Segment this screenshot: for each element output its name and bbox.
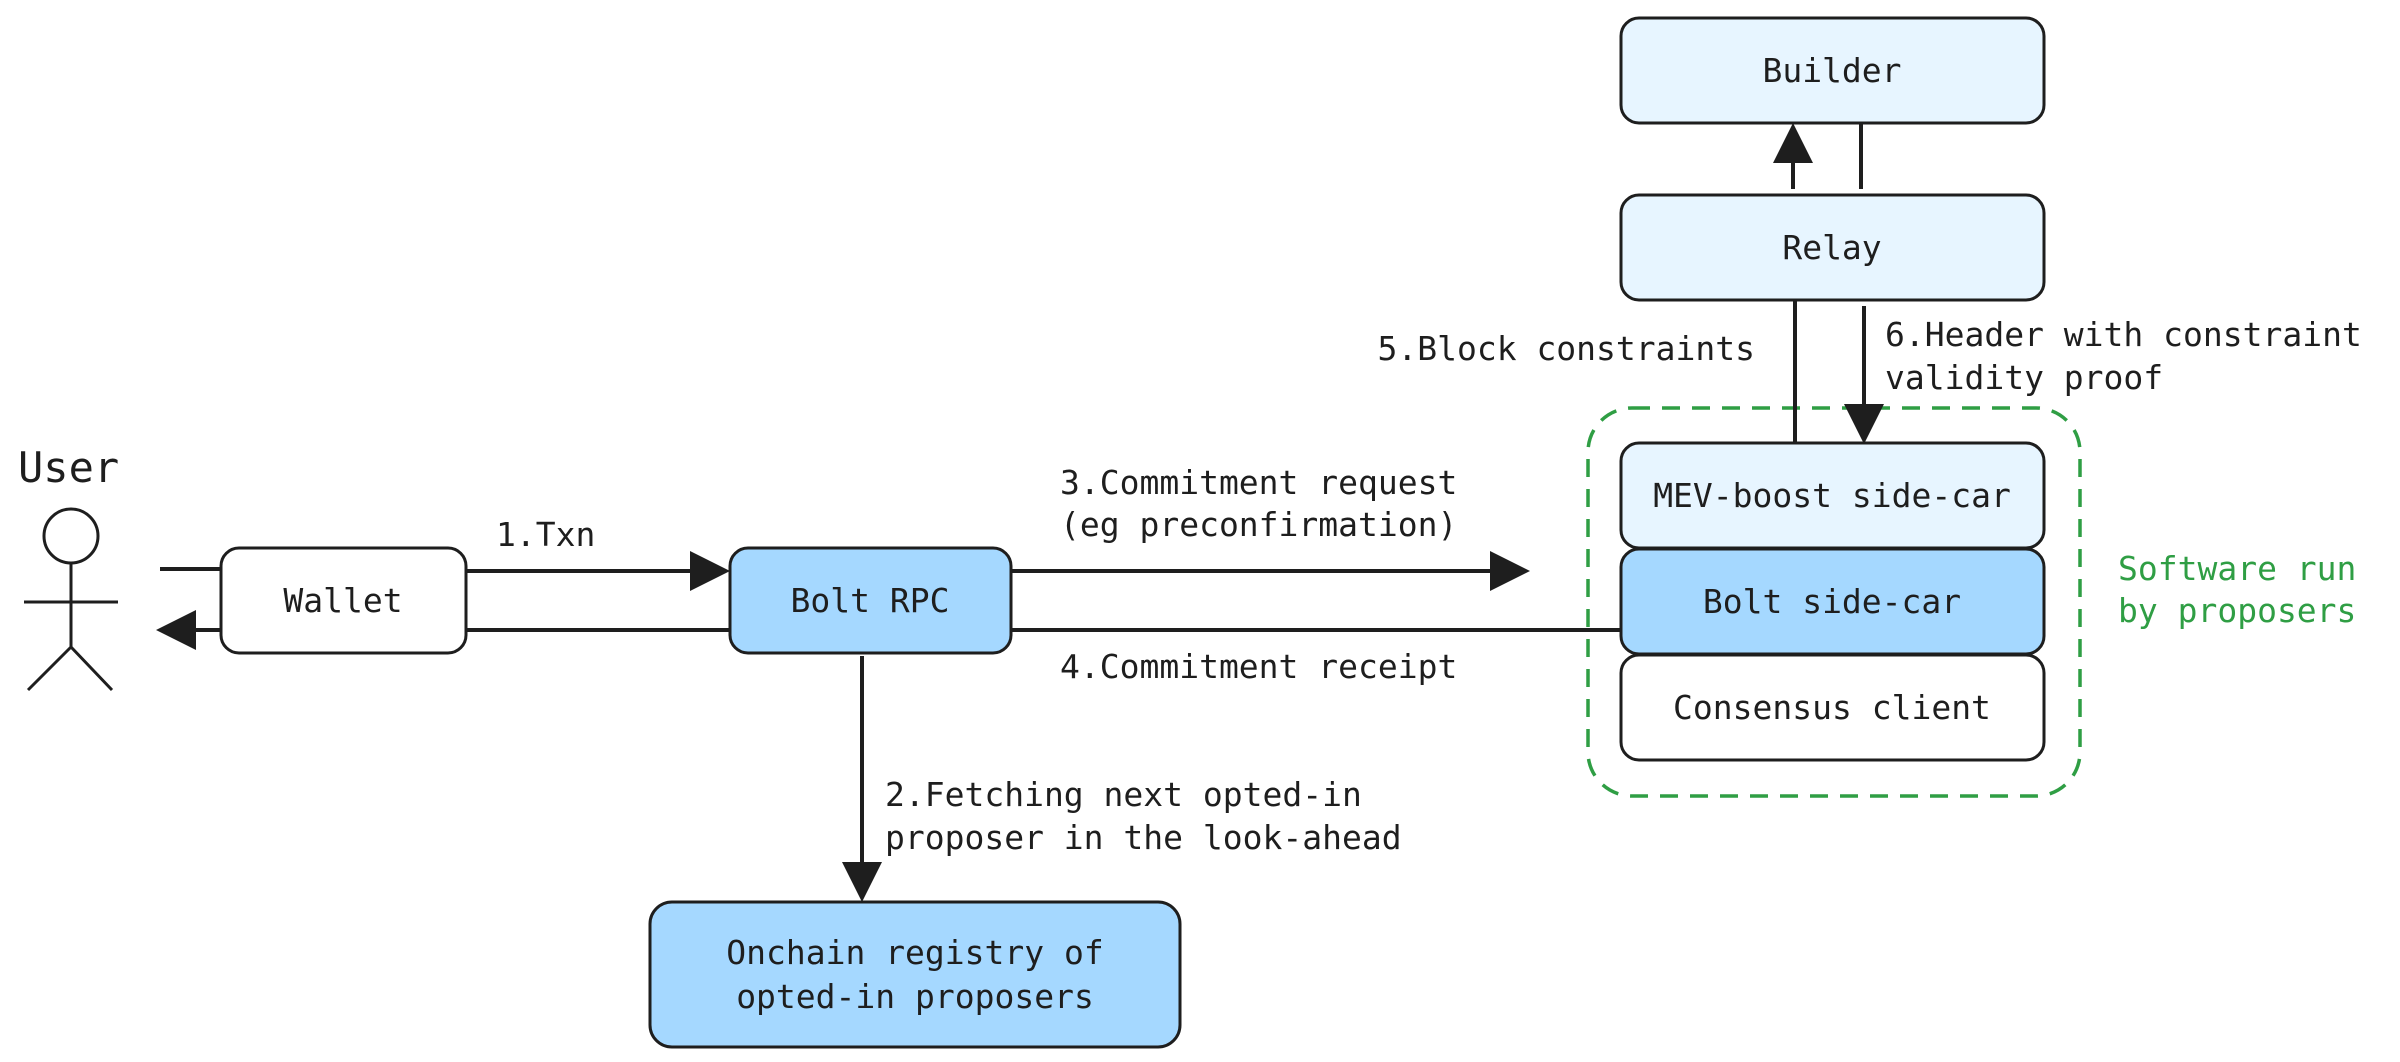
- relay-box[interactable]: Relay: [1619, 193, 2046, 302]
- header-proof-label-line-1: 6.Header with constraint: [1885, 315, 2362, 354]
- user-label: User: [18, 443, 119, 492]
- builder-label: Builder: [1762, 51, 1901, 90]
- group-label-line-2: by proposers: [2118, 591, 2356, 630]
- fetching-label-line-1: 2.Fetching next opted-in: [885, 775, 1362, 814]
- commitment-request-label-line-1: 3.Commitment request: [1060, 463, 1457, 502]
- consensus-client-label: Consensus client: [1673, 688, 1991, 727]
- bolt-rpc-box[interactable]: Bolt RPC: [728, 546, 1013, 655]
- onchain-registry-label-line-2: opted-in proposers: [736, 977, 1094, 1016]
- wallet-label: Wallet: [283, 581, 402, 620]
- onchain-registry-label-line-1: Onchain registry of: [726, 933, 1104, 972]
- mev-boost-sidecar-label: MEV-boost side-car: [1653, 476, 2011, 515]
- consensus-client-box[interactable]: Consensus client: [1619, 653, 2046, 762]
- bolt-rpc-label: Bolt RPC: [791, 581, 950, 620]
- commitment-request-label-line-2: (eg preconfirmation): [1060, 505, 1457, 544]
- relay-label: Relay: [1782, 228, 1881, 267]
- mev-boost-sidecar-box[interactable]: MEV-boost side-car: [1619, 441, 2046, 550]
- block-constraints-label: 5.Block constraints: [1378, 329, 1756, 368]
- wallet-box[interactable]: Wallet: [219, 546, 468, 655]
- group-label-line-1: Software run: [2118, 549, 2356, 588]
- txn-label: 1.Txn: [496, 515, 595, 554]
- onchain-registry-box[interactable]: Onchain registry of opted-in proposers: [648, 900, 1182, 1049]
- commitment-receipt-label: 4.Commitment receipt: [1060, 647, 1457, 686]
- stick-figure-icon: [24, 507, 118, 692]
- builder-box[interactable]: Builder: [1619, 16, 2046, 125]
- bolt-sidecar-box[interactable]: Bolt side-car: [1619, 547, 2046, 656]
- header-proof-label-line-2: validity proof: [1885, 358, 2163, 397]
- fetching-label-line-2: proposer in the look-ahead: [885, 818, 1402, 857]
- bolt-sidecar-label: Bolt side-car: [1703, 582, 1961, 621]
